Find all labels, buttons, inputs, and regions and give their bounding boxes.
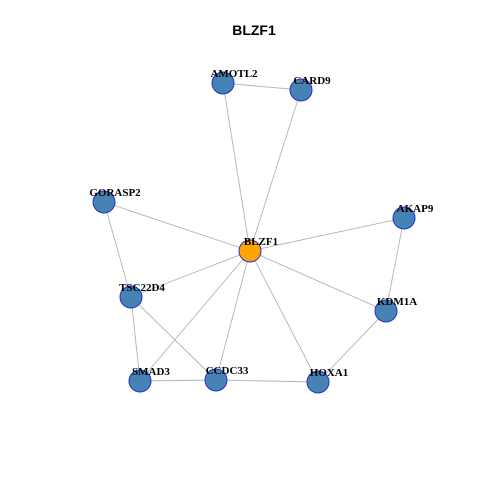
node-circle-blzf1 xyxy=(238,239,262,263)
node-label-smad3: SMAD3 xyxy=(132,366,170,378)
edge-blzf1-akap9 xyxy=(249,217,405,252)
node-label-gorasp2: GORASP2 xyxy=(89,187,141,199)
node-amotl2: AMOTL2 xyxy=(210,68,258,95)
node-circle-kdm1a xyxy=(374,299,398,323)
edge-tsc22d4-ccdc33 xyxy=(130,296,217,381)
node-label-blzf1: BLZF1 xyxy=(244,236,278,248)
edge-akap9-kdm1a xyxy=(385,217,405,312)
node-ccdc33: CCDC33 xyxy=(204,365,249,392)
node-hoxa1: HOXA1 xyxy=(306,367,349,394)
node-circle-hoxa1 xyxy=(306,370,330,394)
node-circle-amotl2 xyxy=(211,71,235,95)
node-circle-card9 xyxy=(289,78,313,102)
edge-smad3-ccdc33 xyxy=(139,379,217,382)
node-circle-akap9 xyxy=(392,206,416,230)
node-layer: BLZF1 AMOTL2CARD9GORASP2AKAP9TSC22D4KDM1A… xyxy=(89,68,434,394)
graph-title: BLZF1 xyxy=(232,22,276,38)
node-smad3: SMAD3 xyxy=(128,366,170,393)
edge-blzf1-card9 xyxy=(249,89,302,252)
node-label-amotl2: AMOTL2 xyxy=(210,68,258,80)
node-gorasp2: GORASP2 xyxy=(89,187,141,214)
edge-blzf1-tsc22d4 xyxy=(130,250,251,298)
edge-gorasp2-tsc22d4 xyxy=(103,201,132,298)
edge-kdm1a-hoxa1 xyxy=(317,310,387,383)
edge-blzf1-amotl2 xyxy=(222,82,251,252)
edge-blzf1-hoxa1 xyxy=(249,250,319,383)
node-akap9: AKAP9 xyxy=(392,203,434,230)
edge-blzf1-gorasp2 xyxy=(103,201,251,252)
edge-layer xyxy=(103,82,405,383)
node-kdm1a: KDM1A xyxy=(374,296,417,323)
node-card9: CARD9 xyxy=(289,75,331,102)
node-circle-gorasp2 xyxy=(92,190,116,214)
node-circle-smad3 xyxy=(128,369,152,393)
node-label-hoxa1: HOXA1 xyxy=(310,367,349,379)
edge-blzf1-ccdc33 xyxy=(215,250,251,381)
edge-amotl2-card9 xyxy=(222,82,302,91)
edge-ccdc33-hoxa1 xyxy=(215,379,319,383)
node-circle-tsc22d4 xyxy=(119,285,143,309)
edge-blzf1-smad3 xyxy=(139,250,251,382)
node-label-kdm1a: KDM1A xyxy=(377,296,417,308)
node-label-card9: CARD9 xyxy=(293,75,331,87)
edge-blzf1-kdm1a xyxy=(249,250,387,312)
node-tsc22d4: TSC22D4 xyxy=(119,282,165,309)
node-label-ccdc33: CCDC33 xyxy=(206,365,249,377)
node-circle-ccdc33 xyxy=(204,368,228,392)
node-blzf1: BLZF1 xyxy=(238,236,278,263)
node-label-tsc22d4: TSC22D4 xyxy=(119,282,165,294)
node-label-akap9: AKAP9 xyxy=(397,203,434,215)
edge-tsc22d4-smad3 xyxy=(130,296,141,382)
